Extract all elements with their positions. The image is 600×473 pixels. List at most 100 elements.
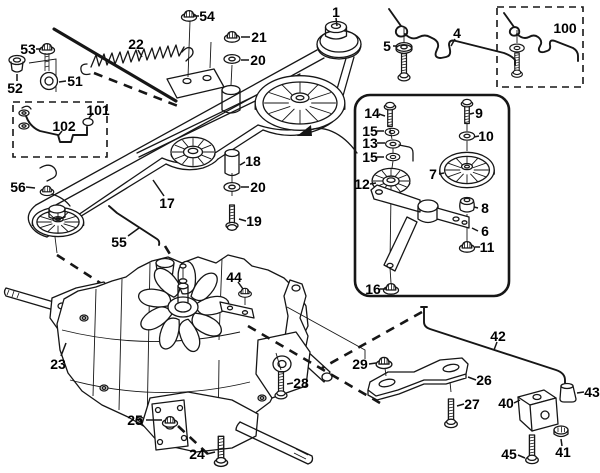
callout-leader-101 [88, 112, 94, 119]
part-label-24: 24 [189, 446, 205, 462]
spacer-sleeve [221, 84, 241, 114]
fan-shaft [177, 263, 189, 303]
callout-leader-26 [467, 376, 477, 381]
part-label-52: 52 [7, 80, 23, 96]
part-label-54: 54 [199, 8, 215, 24]
output-axle [235, 421, 314, 465]
callout-leader-9 [469, 112, 475, 115]
inset-arrowhead [297, 125, 312, 136]
idler-hardware-mid [223, 148, 241, 231]
washer-13-with-wire [385, 139, 414, 162]
washer-15a [384, 127, 400, 137]
pulley-7 [439, 151, 495, 189]
bracket-40 [517, 389, 559, 432]
part-label-27: 27 [464, 396, 480, 412]
flange-nut-29 [375, 356, 393, 370]
part-label-25: 25 [127, 412, 143, 428]
callout-leader-55 [127, 227, 140, 237]
part-label-8: 8 [481, 200, 489, 216]
callout-leader-41 [560, 438, 563, 447]
part-label-12: 12 [354, 176, 370, 192]
transaxle-group [3, 254, 423, 468]
bracket-26 [367, 357, 469, 401]
brake-block [255, 331, 311, 399]
part-label-44: 44 [226, 269, 242, 285]
part-label-29: 29 [352, 356, 368, 372]
part-label-41: 41 [555, 444, 571, 460]
callout-leader-7 [438, 172, 445, 175]
ribbed-idler-pulley [170, 136, 216, 168]
part-label-22: 22 [128, 36, 144, 52]
part-label-45: 45 [501, 446, 517, 462]
part-label-20: 20 [250, 179, 266, 195]
part-label-26: 26 [476, 372, 492, 388]
rod-55 [108, 205, 161, 246]
eyebolt-shank [44, 53, 50, 71]
part-label-5: 5 [383, 38, 391, 54]
input-pulley-hub [48, 204, 66, 220]
callout-leader-24 [206, 451, 216, 455]
washer-10 [458, 131, 476, 141]
callout-leader-56 [25, 186, 36, 189]
callout-leader-51 [58, 80, 67, 83]
flange-nut-53 [38, 42, 56, 55]
bushing-52 [8, 54, 26, 73]
callout-leader-10 [473, 135, 480, 138]
anchor-plate [166, 20, 225, 99]
part-label-7: 7 [429, 166, 437, 182]
nut-41 [553, 425, 569, 438]
spring-coils [90, 44, 185, 68]
part-label-14: 14 [364, 105, 380, 121]
flat-idler-pulley [254, 74, 346, 132]
callout-leader-4 [450, 38, 456, 47]
callout-leader-17 [152, 179, 165, 197]
engine-pulley-1 [316, 20, 362, 60]
callout-leader-22 [137, 49, 143, 58]
part-label-42: 42 [490, 328, 506, 344]
callout-leader-27 [456, 403, 465, 407]
part-label-28: 28 [293, 375, 309, 391]
part-label-102: 102 [52, 118, 76, 134]
idler-arm-6 [370, 184, 470, 284]
spring-right-hook [181, 46, 194, 62]
bolt-27 [444, 398, 458, 429]
callout-leader-1 [335, 17, 338, 27]
part-label-1: 1 [332, 4, 340, 20]
part-label-16: 16 [365, 281, 381, 297]
part-label-15: 15 [362, 149, 378, 165]
nut-101 [82, 117, 94, 127]
axle-housing [141, 391, 314, 465]
wire-link-102 [18, 105, 94, 143]
washer-20a [223, 53, 241, 65]
part-label-100: 100 [553, 20, 577, 36]
callout-leader-43 [576, 391, 585, 394]
callout-leader-8 [473, 206, 479, 209]
spacer-18 [224, 148, 240, 177]
group-box-100 [496, 6, 584, 88]
part-label-55: 55 [111, 234, 127, 250]
part-label-18: 18 [245, 153, 261, 169]
callout-leader-19 [238, 218, 247, 222]
part-label-13: 13 [362, 135, 378, 151]
spring-left-hook [80, 63, 91, 76]
part-label-21: 21 [251, 29, 267, 45]
callout-leader-14 [378, 113, 386, 117]
part-label-51: 51 [67, 73, 83, 89]
control-rod-42 [420, 306, 566, 385]
part-label-17: 17 [159, 195, 175, 211]
cooling-fan [135, 259, 230, 354]
callout-leader-18 [239, 161, 246, 166]
part-label-20: 20 [250, 52, 266, 68]
callout-leader-6 [471, 227, 479, 232]
fan-side-arm [219, 297, 255, 319]
callout-leader-23 [60, 342, 67, 357]
callout-leader-28 [286, 382, 294, 385]
part-label-19: 19 [246, 213, 262, 229]
top-right-group [388, 6, 584, 88]
cable-rod [52, 27, 178, 103]
bolt-19 [225, 204, 239, 231]
callout-leader-29 [368, 362, 377, 365]
part-label-11: 11 [480, 239, 495, 255]
